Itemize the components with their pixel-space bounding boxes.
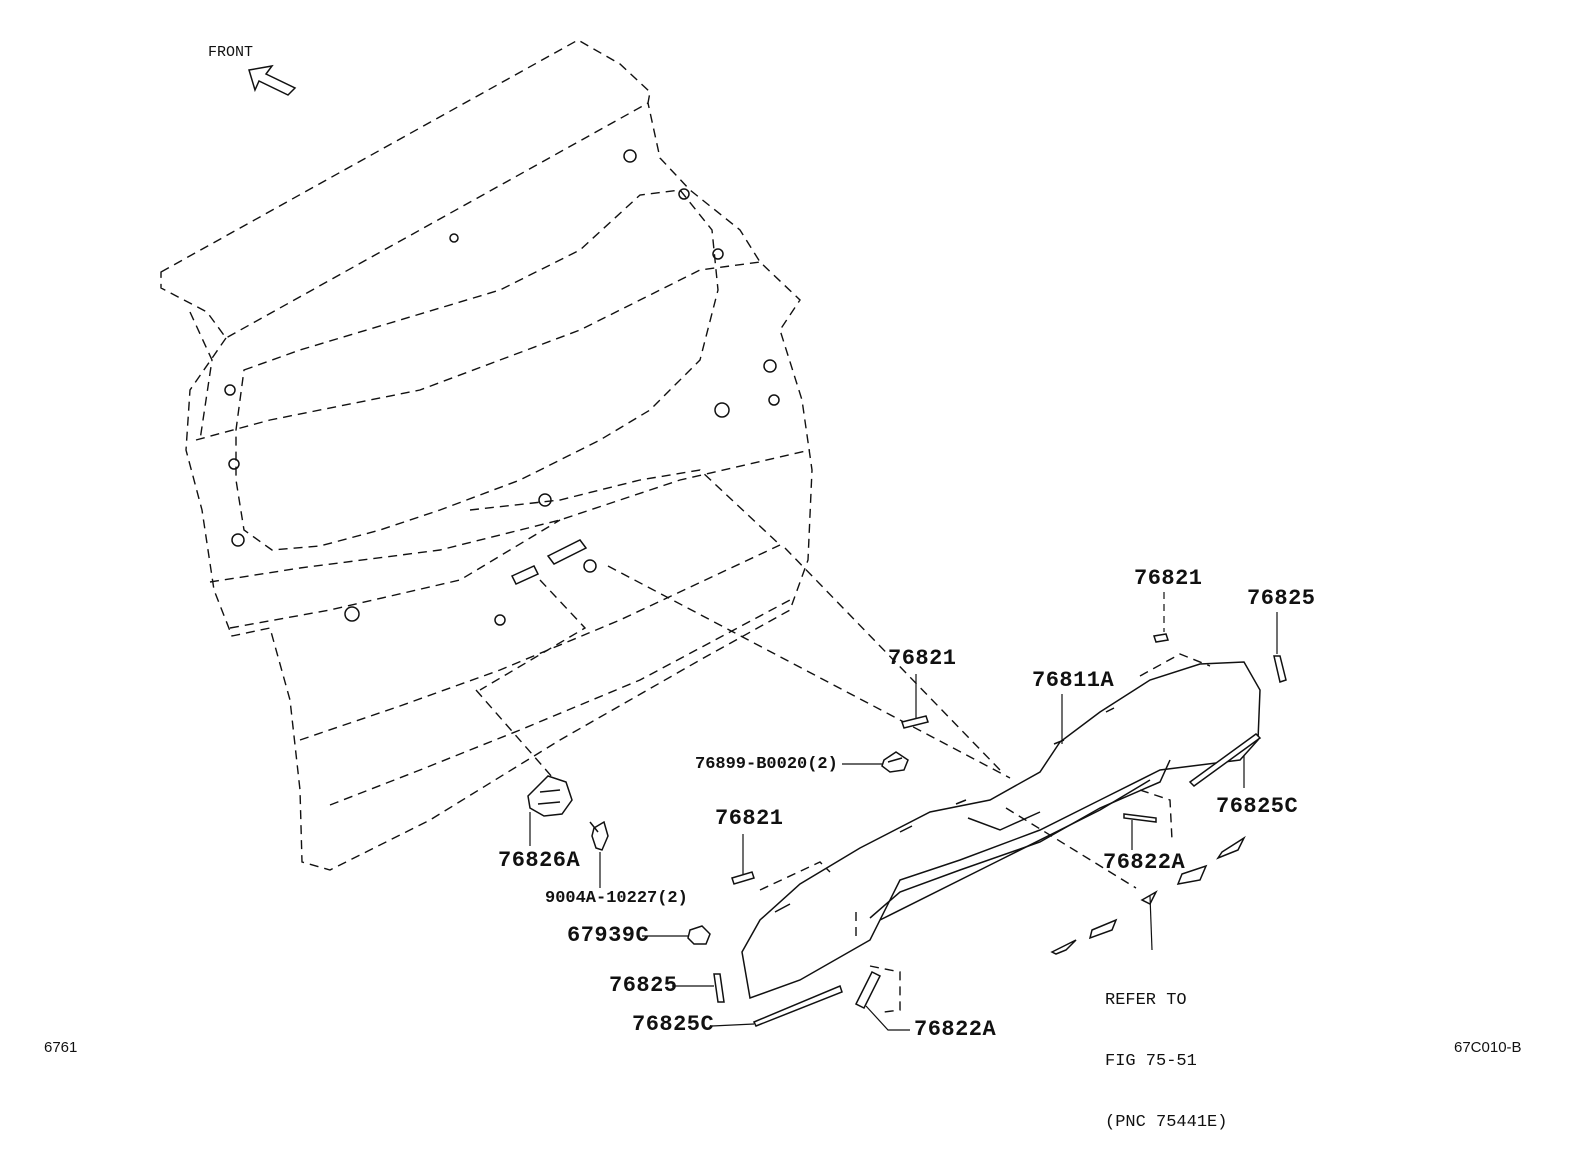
front-arrow-icon	[248, 64, 297, 96]
part-number-76822A-bottom[interactable]: 76822A	[914, 1017, 997, 1042]
part-number-76825C-bottom[interactable]: 76825C	[632, 1012, 715, 1037]
clip-76821-mid-icon	[901, 715, 929, 729]
seal-76825-bottom-icon	[713, 973, 725, 1003]
pad-76822A-right-icon	[1123, 813, 1157, 823]
part-number-76825-bottom[interactable]: 76825	[609, 973, 678, 998]
pad-76822A-bottom-icon	[854, 970, 882, 1010]
back-door-outline	[160, 39, 813, 871]
refer-line-3: (PNC 75441E)	[1105, 1113, 1228, 1133]
refer-line-1: REFER TO	[1105, 990, 1187, 1010]
parts-diagram-drawing	[160, 39, 1287, 1031]
leader-lines	[529, 592, 1278, 1031]
illustration-code-left: 6761	[44, 1039, 78, 1056]
seal-76825-right-icon	[1273, 655, 1287, 683]
part-number-76899-B0020[interactable]: 76899-B0020(2)	[695, 755, 838, 774]
refer-note: REFER TO FIG 75-51 (PNC 75441E)	[1105, 950, 1227, 1154]
clip-76821-left-icon	[731, 871, 755, 885]
illustration-code-right: 67C010-B	[1454, 1039, 1522, 1056]
emblem-letters-icon	[1050, 835, 1246, 955]
part-number-76822A-right[interactable]: 76822A	[1103, 850, 1186, 875]
part-number-76821-left[interactable]: 76821	[715, 806, 784, 831]
part-number-76811A[interactable]: 76811A	[1032, 668, 1115, 693]
clip-76821-top-icon	[1153, 633, 1169, 643]
part-number-76825-top[interactable]: 76825	[1247, 586, 1316, 611]
bulb-9004A-icon	[589, 820, 609, 851]
part-number-76821-mid[interactable]: 76821	[888, 646, 957, 671]
seal-76825C-bottom-icon	[752, 984, 843, 1027]
part-number-76826A[interactable]: 76826A	[498, 848, 581, 873]
projection-lines	[475, 547, 1011, 787]
clip-76899-icon	[881, 751, 909, 773]
lamp-76826A-icon	[527, 775, 573, 817]
garnish-dashed-boundaries	[759, 653, 1211, 1013]
part-number-67939C[interactable]: 67939C	[567, 923, 650, 948]
front-label: FRONT	[208, 44, 254, 61]
part-number-9004A-10227[interactable]: 9004A-10227(2)	[545, 889, 688, 908]
seal-76825C-right-icon	[1188, 733, 1262, 787]
garnish-76811A	[741, 661, 1261, 1000]
part-number-76821-top[interactable]: 76821	[1134, 566, 1203, 591]
grommet-67939C-icon	[687, 925, 711, 945]
part-number-76825C-right[interactable]: 76825C	[1216, 794, 1299, 819]
refer-line-2[interactable]: FIG 75-51	[1105, 1051, 1197, 1071]
